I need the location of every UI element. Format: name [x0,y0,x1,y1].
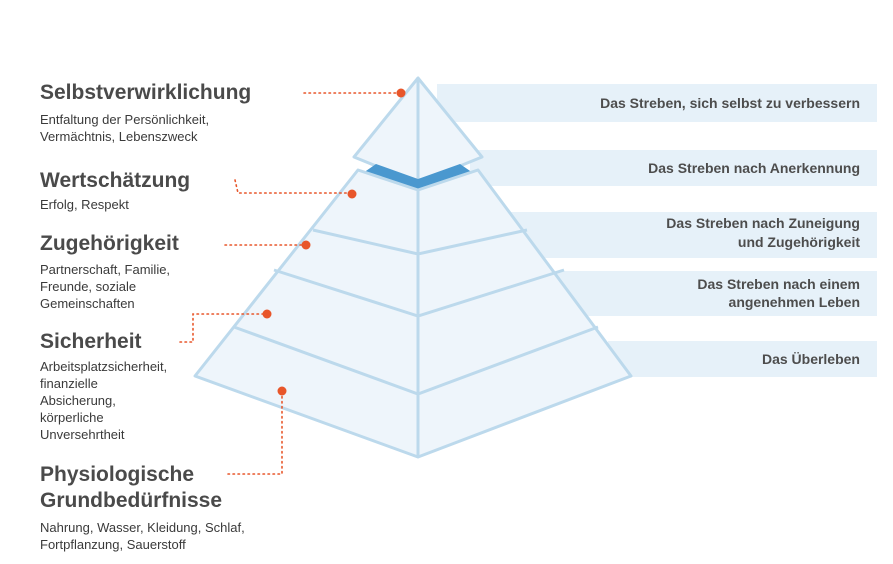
pyramid-accent-band [363,164,473,189]
motive-label-1: Das Streben, sich selbst zu verbessern [600,95,860,111]
pyramid-layer-line-3 [233,325,599,396]
motive-band-4 [540,271,877,316]
motive-label-3-line-2: und Zugehörigkeit [738,234,860,250]
marker-dot-5 [277,386,287,396]
marker-dot-3 [301,240,311,250]
level-title-2: Wertschätzung [40,169,191,192]
motive-label-3-line-1: Das Streben nach Zuneigung [666,215,860,231]
motive-bands [437,84,877,377]
motive-band-3 [505,212,877,258]
leader-line-2 [234,179,351,194]
motive-label-2: Das Streben nach Anerkennung [648,160,860,176]
pyramid-layer-line-1 [312,228,528,256]
motive-label-5: Das Überleben [762,351,860,367]
motive-band-2 [470,150,877,186]
marker-dot-2 [347,189,357,199]
level-title-5-line-1: Physiologische [40,463,195,486]
marker-dot-4 [262,309,272,319]
leader-line-4 [179,313,265,343]
level-desc-4: Arbeitsplatzsicherheit, finanzielle Absi… [40,359,168,442]
level-title-3: Zugehörigkeit [40,232,179,255]
pyramid-layer-line-2 [273,268,565,318]
motive-labels: Das Streben, sich selbst zu verbessern D… [600,95,860,367]
leader-lines [179,92,399,475]
marker-dot-1 [396,88,406,98]
level-desc-3: Partnerschaft, Familie, Freunde, soziale… [40,262,171,311]
level-desc-5: Nahrung, Wasser, Kleidung, Schlaf, Fortp… [40,520,245,552]
level-title-5-line-2: Grundbedürfnisse [40,489,223,512]
level-title-1: Selbstverwirklichung [40,81,252,104]
motive-label-4-line-1: Das Streben nach einem [697,276,860,292]
motive-band-5 [608,341,877,377]
level-desc-2: Erfolg, Respekt [40,197,129,212]
motive-band-1 [437,84,877,122]
level-title-4: Sicherheit [40,330,142,353]
level-desc-1: Entfaltung der Persönlichkeit, Vermächtn… [40,112,210,144]
motive-label-4-line-2: angenehmen Leben [729,294,860,310]
marker-dots [262,88,406,396]
